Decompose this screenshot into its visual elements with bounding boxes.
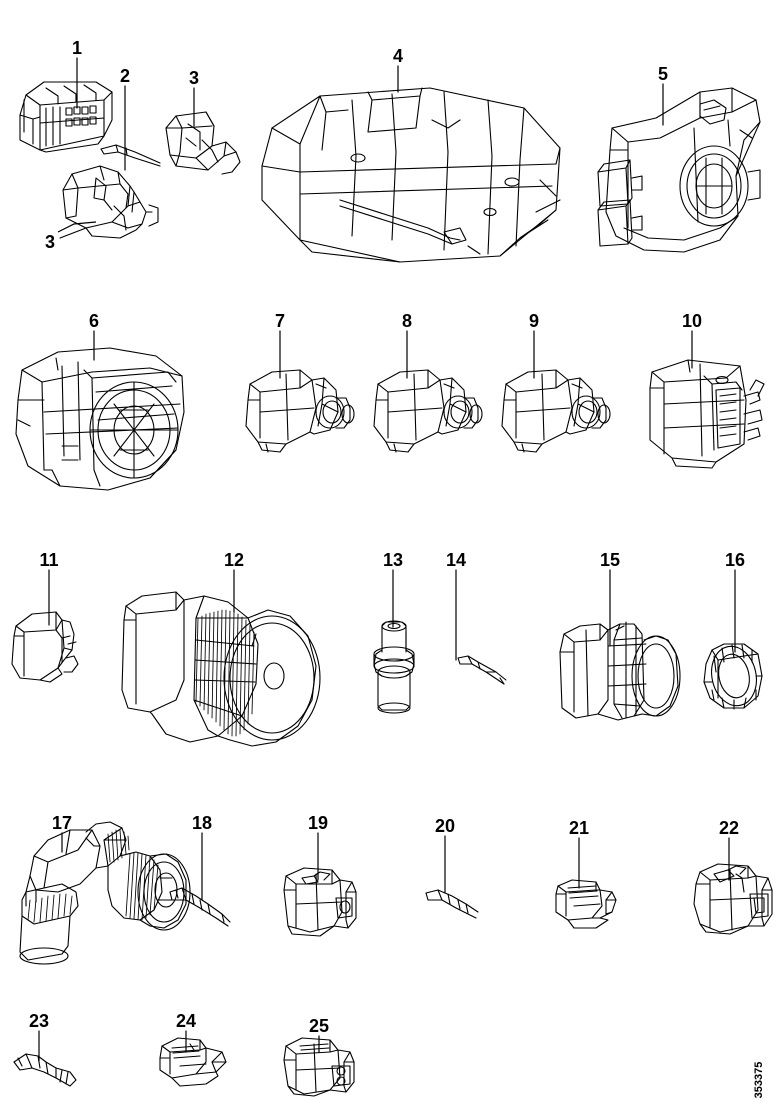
part-16-knurled-locking-ring [703, 643, 763, 710]
leader-line-3-lower [57, 221, 97, 233]
callout-number-15: 15 [600, 550, 620, 570]
callout-number-25: 25 [309, 1016, 329, 1036]
part-25-sealed-two-pin-connector [283, 1037, 355, 1097]
callout-number-14: 14 [446, 550, 466, 570]
callout-number-2: 2 [120, 66, 130, 86]
figure-id-label: 353375 [753, 1061, 765, 1099]
part-4-large-ecu-connector [261, 87, 561, 263]
callout-number-22: 22 [719, 818, 739, 838]
callout-number-16: 16 [725, 550, 745, 570]
part-1-multi-pin-connector-housing [19, 81, 113, 153]
callout-number-18: 18 [192, 813, 212, 833]
callout-number-10: 10 [682, 311, 702, 331]
part-13-cylindrical-terminal-sleeve [373, 620, 415, 714]
callout-number-9: 9 [529, 311, 539, 331]
callout-number-11: 11 [39, 550, 58, 570]
callout-number-13: 13 [383, 550, 403, 570]
part-22-two-pin-socket-housing [693, 863, 773, 935]
part-14-flat-blade-terminal [457, 655, 507, 685]
callout-number-8: 8 [402, 311, 412, 331]
part-9-sensor-connector-small-c [501, 369, 611, 453]
callout-number-7: 7 [275, 311, 285, 331]
callout-number-19: 19 [308, 813, 328, 833]
figure-id-container: 353375 [753, 1020, 772, 1099]
part-6-round-bayonet-connector [15, 347, 185, 491]
part-17-right-angle-circular-connector [19, 821, 191, 965]
part-20-small-blade-terminal [425, 889, 479, 919]
part-24-wedge-lock-connector [159, 1037, 227, 1087]
part-3-connector-secondary-lock-upper [165, 111, 241, 175]
part-15-threaded-circular-connector [559, 621, 681, 721]
callout-number-12: 12 [224, 550, 244, 570]
part-3-connector-secondary-lock-lower [59, 165, 159, 239]
callout-number-21: 21 [569, 818, 589, 838]
part-19-two-way-connector-housing [283, 867, 357, 937]
part-10-rectangular-multi-connector [649, 359, 765, 469]
part-12-large-circular-connector [121, 591, 321, 747]
callout-leader-lines [38, 57, 736, 1062]
callout-number-3: 3 [189, 68, 199, 88]
callout-leader-lines-angled [57, 221, 97, 233]
part-5-two-chamber-connector [597, 87, 761, 253]
part-23-crimp-terminal [13, 1053, 77, 1087]
callout-number-1: 1 [72, 38, 82, 58]
callout-number-17: 17 [52, 813, 72, 833]
callout-number-5: 5 [658, 64, 668, 84]
part-7-sensor-connector-small-a [245, 369, 355, 453]
part-21-low-profile-connector [555, 879, 617, 929]
part-8-sensor-connector-small-b [373, 369, 483, 453]
callout-number-3: 3 [45, 232, 55, 252]
callout-number-4: 4 [393, 46, 403, 66]
part-11-small-connector-cap [11, 611, 79, 683]
callout-number-23: 23 [29, 1011, 49, 1031]
callout-number-24: 24 [176, 1011, 196, 1031]
callout-number-6: 6 [89, 311, 99, 331]
callout-number-20: 20 [435, 816, 455, 836]
